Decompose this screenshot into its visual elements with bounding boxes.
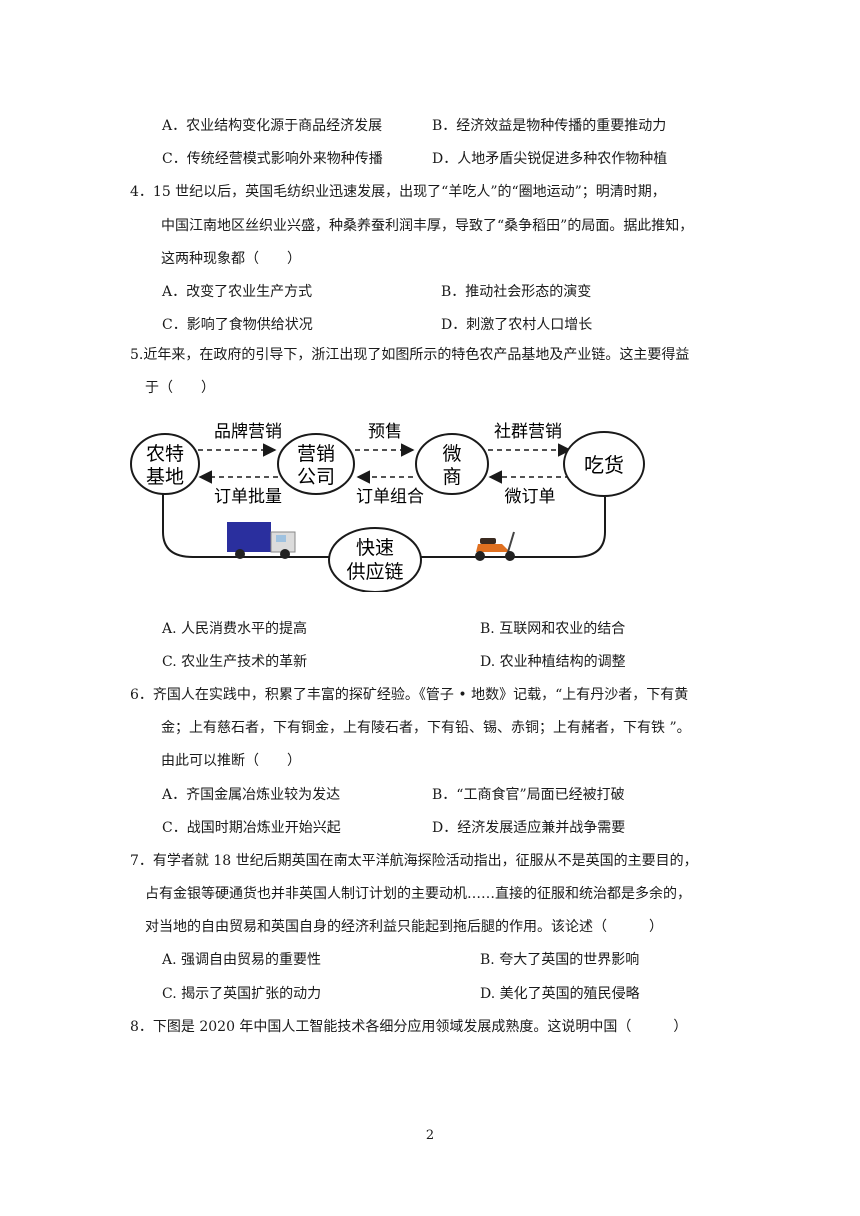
- q4-option-d: D．刺激了农村人口增长: [441, 317, 593, 333]
- node-micro-label-2: 商: [442, 466, 461, 488]
- q5-line-1: 5.近年来，在政府的引导下，浙江出现了如图所示的特色农产品基地及产业链。这主要得…: [130, 347, 690, 363]
- q5-option-c: C. 农业生产技术的革新: [162, 654, 308, 670]
- node-base-label-1: 农特: [146, 443, 184, 465]
- edge-label-order-combo: 订单组合: [356, 487, 424, 507]
- q6-option-a: A．齐国金属冶炼业较为发达: [162, 787, 341, 803]
- q4-option-b: B．推动社会形态的演变: [441, 284, 592, 300]
- q5-line-2: 于（ ）: [145, 380, 215, 396]
- q4-line-1: 4．15 世纪以后，英国毛纺织业迅速发展，出现了“羊吃人”的“圈地运动”；明清时…: [130, 184, 666, 200]
- node-supply-chain: [328, 527, 422, 592]
- q7-line-2: 占有金银等硬通货也并非英国人制订计划的主要动机……直接的征服和统治都是多余的，: [145, 886, 691, 902]
- q7-option-d: D. 美化了英国的殖民侵略: [480, 986, 640, 1002]
- q6-option-d: D．经济发展适应兼并战争需要: [432, 820, 626, 836]
- q4-option-a: A．改变了农业生产方式: [162, 284, 313, 300]
- q7-option-c: C. 揭示了英国扩张的动力: [162, 986, 322, 1002]
- node-company: [277, 433, 355, 495]
- q6-option-c: C．战国时期冶炼业开始兴起: [162, 820, 341, 836]
- edge-label-micro-order: 微订单: [505, 487, 556, 507]
- scooter-icon: [475, 531, 515, 561]
- q4-line-3: 这两种现象都（ ）: [161, 251, 301, 267]
- loop-line-left: [162, 492, 330, 558]
- q4-option-c: C．影响了食物供给状况: [162, 317, 313, 333]
- q8-line-1: 8．下图是 2020 年中国人工智能技术各细分应用领域发展成熟度。这说明中国（ …: [130, 1019, 688, 1035]
- edge-label-presale: 预售: [368, 422, 402, 442]
- q3-option-b: B．经济效益是物种传播的重要推动力: [432, 118, 667, 134]
- node-foodie: [563, 431, 645, 497]
- loop-line-right: [420, 497, 606, 558]
- q5-option-d: D. 农业种植结构的调整: [480, 654, 626, 670]
- node-company-label-2: 公司: [297, 466, 335, 488]
- q6-line-1: 6．齐国人在实践中，积累了丰富的探矿经验。《管子 • 地数》记载，“上有丹沙者，…: [130, 687, 689, 703]
- q6-line-3: 由此可以推断（ ）: [161, 753, 301, 769]
- q6-option-b: B．“工商食官”局面已经被打破: [432, 787, 625, 803]
- node-base: [130, 433, 200, 495]
- node-supply-label-1: 快速: [356, 537, 394, 559]
- node-base-label-2: 基地: [146, 466, 184, 488]
- q5-option-b: B. 互联网和农业的结合: [480, 621, 626, 637]
- node-company-label-1: 营销: [297, 443, 335, 465]
- node-microbusiness: [415, 433, 489, 495]
- q3-option-a: A．农业结构变化源于商品经济发展: [162, 118, 383, 134]
- q7-option-b: B. 夸大了英国的世界影响: [480, 952, 640, 968]
- node-supply-label-2: 供应链: [346, 561, 403, 583]
- q4-line-2: 中国江南地区丝织业兴盛，种桑养蚕利润丰厚，导致了“桑争稻田”的局面。据此推知，: [161, 218, 694, 234]
- truck-icon: [227, 522, 296, 559]
- node-foodie-label: 吃货: [584, 453, 624, 477]
- q7-option-a: A. 强调自由贸易的重要性: [162, 952, 322, 968]
- edge-label-community-marketing: 社群营销: [494, 422, 562, 442]
- edge-label-brand-marketing: 品牌营销: [214, 422, 282, 442]
- agri-supply-chain-diagram: 农特 基地 营销 公司 微 商 吃货 快速 供应链 品牌营销 预售 社群营销 订…: [130, 422, 645, 592]
- q3-option-d: D．人地矛盾尖锐促进多种农作物种植: [432, 151, 668, 167]
- q7-line-3: 对当地的自由贸易和英国自身的经济利益只能起到拖后腿的作用。该论述（ ）: [145, 919, 663, 935]
- q3-option-c: C．传统经营模式影响外来物种传播: [162, 151, 383, 167]
- edge-label-order-batch: 订单批量: [214, 487, 282, 507]
- node-micro-label-1: 微: [442, 443, 461, 465]
- q5-option-a: A. 人民消费水平的提高: [162, 621, 308, 637]
- q7-line-1: 7．有学者就 18 世纪后期英国在南太平洋航海探险活动指出，征服从不是英国的主要…: [130, 853, 698, 869]
- page-number: 2: [425, 1128, 435, 1143]
- q6-line-2: 金；上有慈石者，下有铜金，上有陵石者，下有铅、锡、赤铜；上有赭者，下有铁 ”。: [161, 720, 691, 736]
